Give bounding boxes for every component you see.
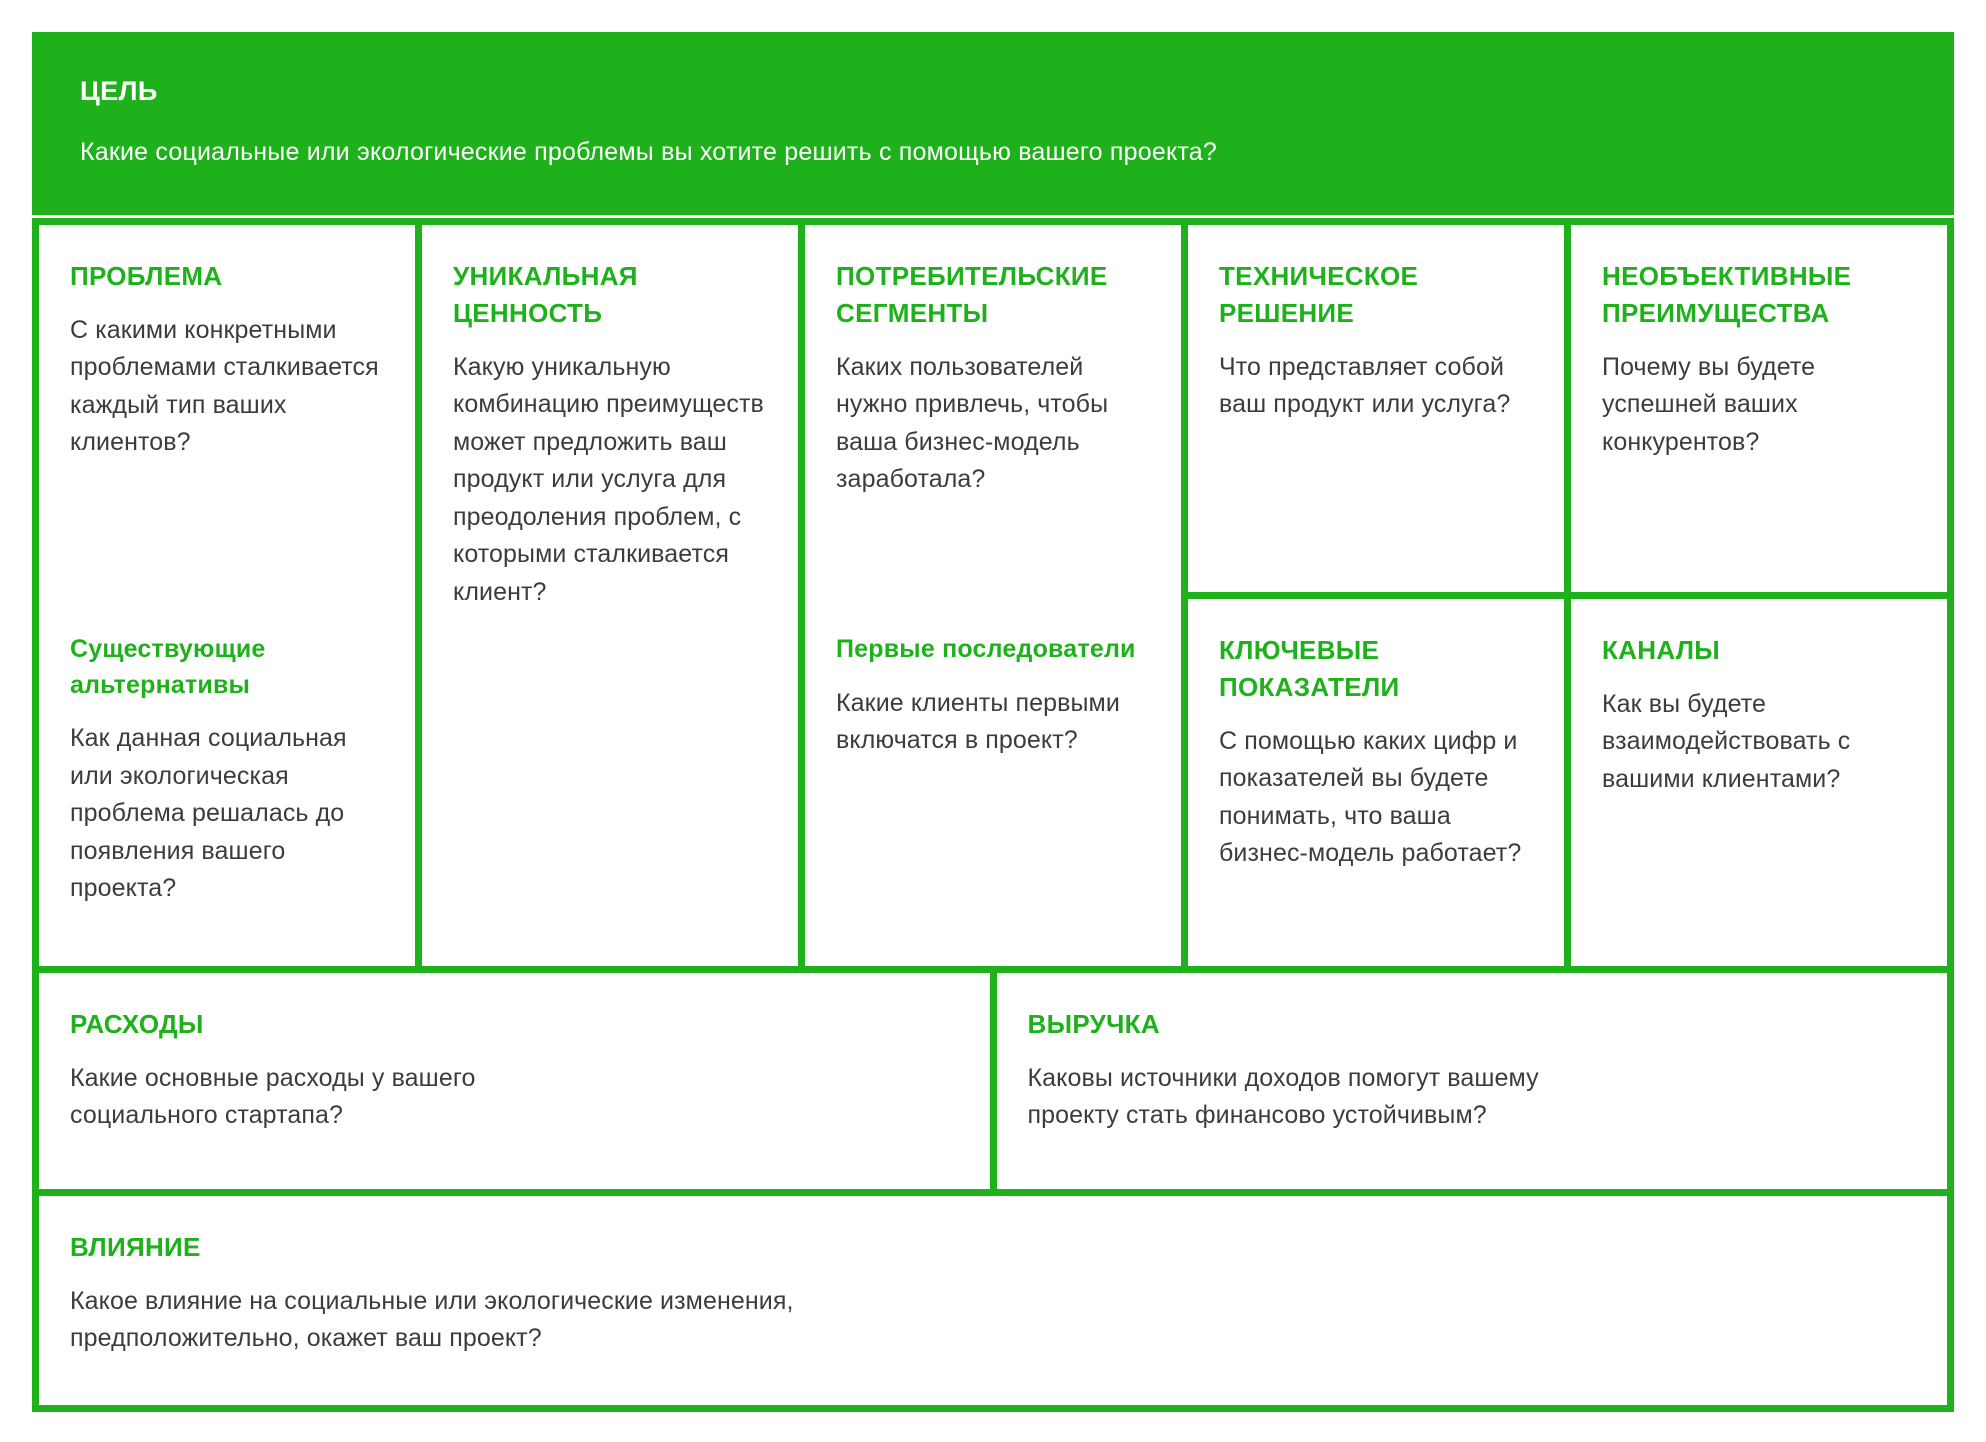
- cell-unfair-advantage: НЕОБЪЕКТИВНЫЕ ПРЕИМУЩЕСТВА Почему вы буд…: [1571, 225, 1947, 592]
- cell-problem-top: ПРОБЛЕМА С какими конкретными проблемами…: [39, 225, 415, 599]
- canvas-board: ПРОБЛЕМА С какими конкретными проблемами…: [32, 218, 1954, 1412]
- unfair-advantage-title: НЕОБЪЕКТИВНЫЕ ПРЕИМУЩЕСТВА: [1602, 261, 1852, 328]
- cell-revenue: ВЫРУЧКА Каковы источники доходов помогут…: [996, 973, 1947, 1189]
- cell-solution: ТЕХНИЧЕСКОЕ РЕШЕНИЕ Что представляет соб…: [1188, 225, 1564, 592]
- cell-existing-alternatives: Существующие альтернативы Как данная соц…: [39, 599, 415, 966]
- early-adopters-question: Какие клиенты первыми включатся в проект…: [836, 688, 1120, 755]
- cell-costs: РАСХОДЫ Какие основные расходы у вашего …: [39, 973, 990, 1189]
- early-adopters-title: Первые последователи: [836, 635, 1136, 663]
- channels-title: КАНАЛЫ: [1602, 635, 1721, 665]
- cell-early-adopters: Первые последователи Какие клиенты первы…: [805, 599, 1181, 966]
- revenue-question: Каковы источники доходов помогут вашему …: [1027, 1063, 1539, 1130]
- goal-subtitle: Какие социальные или экологические пробл…: [80, 138, 1217, 167]
- cell-customer-segments-top: ПОТРЕБИТЕЛЬСКИЕ СЕГМЕНТЫ Каких пользоват…: [805, 225, 1181, 599]
- unique-value-question: Какую уникальную комбинацию преимуществ …: [453, 352, 764, 606]
- key-metrics-question: С помощью каких цифр и показателей вы бу…: [1219, 726, 1522, 868]
- cell-unique-value: УНИКАЛЬНАЯ ЦЕННОСТЬ Какую уникальную ком…: [422, 225, 798, 966]
- cell-problem: ПРОБЛЕМА С какими конкретными проблемами…: [39, 225, 415, 966]
- problem-title: ПРОБЛЕМА: [70, 261, 223, 291]
- revenue-title: ВЫРУЧКА: [1027, 1009, 1160, 1039]
- canvas-money-row: РАСХОДЫ Какие основные расходы у вашего …: [39, 973, 1947, 1189]
- solution-title: ТЕХНИЧЕСКОЕ РЕШЕНИЕ: [1219, 261, 1419, 328]
- cell-channels: КАНАЛЫ Как вы будете взаимодействовать с…: [1571, 599, 1947, 966]
- cell-impact: ВЛИЯНИЕ Какое влияние на социальные или …: [39, 1196, 1947, 1405]
- cell-customer-segments: ПОТРЕБИТЕЛЬСКИЕ СЕГМЕНТЫ Каких пользоват…: [805, 225, 1181, 966]
- canvas-impact-row: ВЛИЯНИЕ Какое влияние на социальные или …: [39, 1196, 1947, 1405]
- impact-question: Какое влияние на социальные или экологич…: [70, 1286, 794, 1353]
- channels-question: Как вы будете взаимодействовать с вашими…: [1602, 689, 1851, 793]
- goal-banner: ЦЕЛЬ Какие социальные или экологические …: [32, 32, 1954, 215]
- costs-question: Какие основные расходы у вашего социальн…: [70, 1063, 476, 1130]
- cell-key-metrics: КЛЮЧЕВЫЕ ПОКАЗАТЕЛИ С помощью каких цифр…: [1188, 599, 1564, 966]
- goal-title: ЦЕЛЬ: [80, 76, 158, 106]
- unique-value-title: УНИКАЛЬНАЯ ЦЕННОСТЬ: [453, 261, 638, 328]
- customer-segments-question: Каких пользователей нужно привлечь, чтоб…: [836, 352, 1109, 494]
- solution-question: Что представляет собой ваш продукт или у…: [1219, 352, 1511, 419]
- existing-alternatives-title: Существующие альтернативы: [70, 635, 266, 699]
- problem-question: С какими конкретными проблемами сталкива…: [70, 315, 379, 457]
- impact-title: ВЛИЯНИЕ: [70, 1232, 201, 1262]
- unfair-advantage-question: Почему вы будете успешней ваших конкурен…: [1602, 352, 1816, 456]
- key-metrics-title: КЛЮЧЕВЫЕ ПОКАЗАТЕЛИ: [1219, 635, 1400, 702]
- existing-alternatives-question: Как данная социальная или экологическая …: [70, 724, 347, 902]
- costs-title: РАСХОДЫ: [70, 1009, 204, 1039]
- customer-segments-title: ПОТРЕБИТЕЛЬСКИЕ СЕГМЕНТЫ: [836, 261, 1108, 328]
- canvas-main-grid: ПРОБЛЕМА С какими конкретными проблемами…: [39, 225, 1947, 966]
